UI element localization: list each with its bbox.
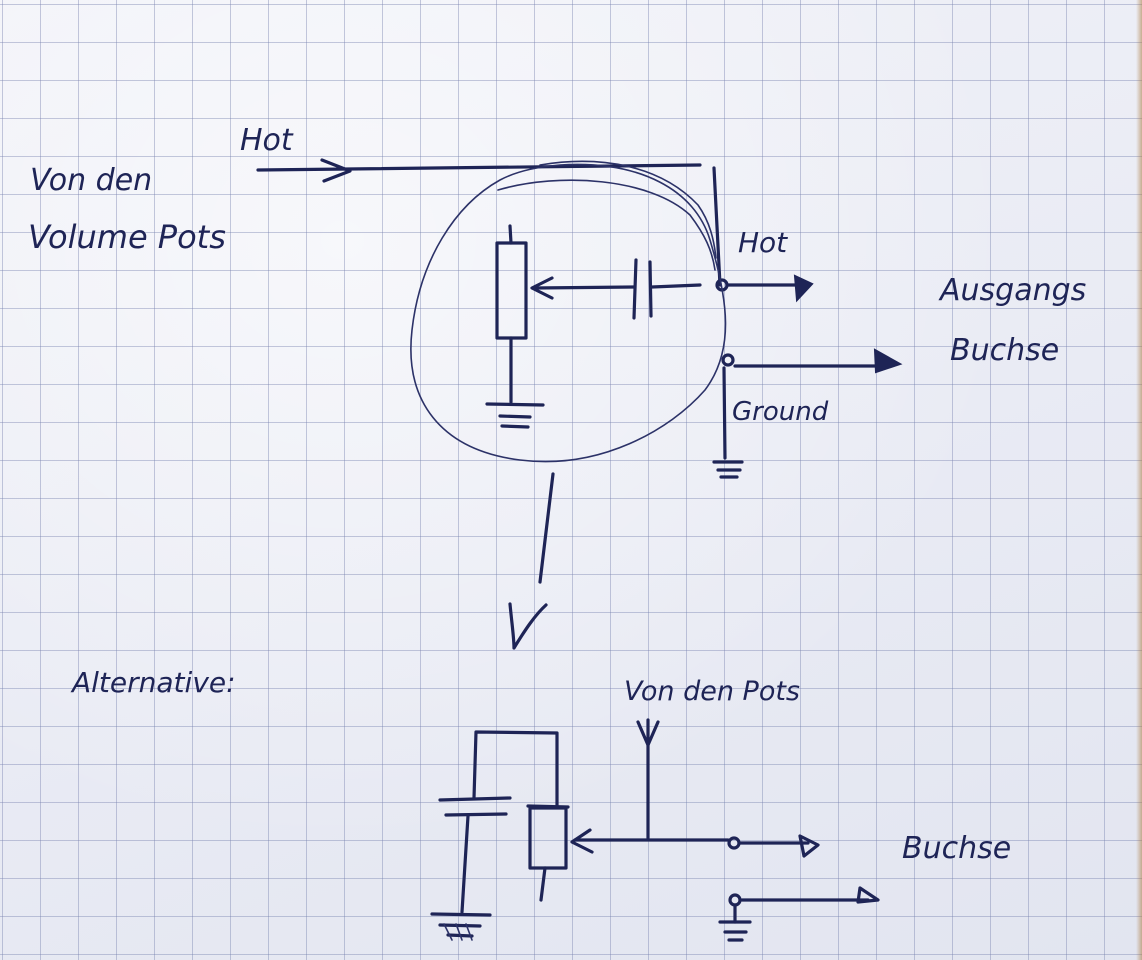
lower-bridge-wire	[472, 730, 559, 808]
ground-junction	[721, 353, 735, 367]
ground-bar-1	[485, 402, 545, 407]
cap-lead-left	[533, 285, 636, 290]
lower-cap-lead	[460, 814, 470, 914]
lower-hot-junction	[727, 836, 741, 850]
hot-out-label: Hot	[738, 226, 788, 259]
lower-hot-terminal-icon	[798, 834, 820, 858]
hot-vertical-wire	[712, 166, 722, 287]
lower-source-label: Von den Pots	[624, 676, 800, 707]
source-label-line1: Von den	[30, 163, 152, 198]
ground-bar-2	[498, 414, 532, 419]
output-jack-label-line1: Ausgangs	[938, 273, 1086, 308]
capacitor-plate-right	[648, 260, 653, 318]
hot-input-arrow	[320, 158, 352, 183]
ground-bar-3	[500, 424, 530, 429]
scribble-loop-2	[539, 160, 717, 259]
lower-capacitor-plate-bottom	[444, 812, 508, 817]
lower-ground-terminal-icon	[856, 886, 880, 904]
enclosing-circle	[410, 163, 727, 463]
scribble-loop-1	[497, 179, 716, 271]
paper-edge	[1136, 0, 1142, 960]
pot-top-lead	[508, 224, 513, 245]
alternative-heading: Alternative:	[70, 666, 236, 699]
lower-ground-hatch	[443, 923, 473, 941]
wiper-arrow-icon	[530, 276, 554, 300]
lower-potentiometer-body	[528, 806, 568, 870]
potentiometer-body	[495, 241, 528, 340]
pointer-line	[538, 472, 555, 584]
source-label-line2: Volume Pots	[28, 218, 226, 256]
hot-in-label: Hot	[240, 123, 294, 158]
ground-vertical-wire	[722, 366, 727, 460]
output-jack-label-line2: Buchse	[950, 333, 1059, 368]
lower-pot-bottom-lead	[539, 866, 547, 902]
ground-output-terminal-icon	[873, 348, 903, 374]
lower-wiper-arrow-icon	[570, 828, 594, 854]
pointer-check-mark	[508, 602, 548, 650]
lower-input-arrow	[636, 720, 660, 747]
lower-ground-bar-1	[430, 912, 492, 917]
cap-lead-right	[650, 283, 702, 289]
capacitor-plate-left	[632, 258, 638, 320]
lower-capacitor-plate-top	[438, 796, 512, 802]
lower-jack-label: Buchse	[902, 831, 1011, 866]
ground-label: Ground	[732, 397, 829, 427]
hot-output-terminal-icon	[793, 274, 814, 303]
lower-ground-bar-2	[438, 923, 482, 928]
